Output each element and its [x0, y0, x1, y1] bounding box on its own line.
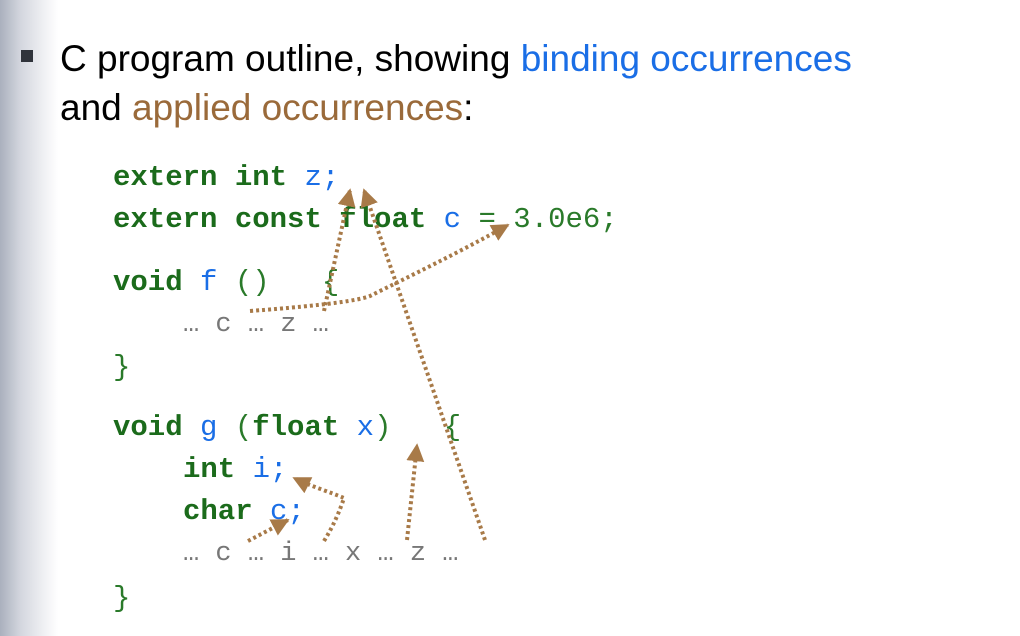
keyword: float	[252, 411, 340, 444]
binding-z: z	[304, 161, 322, 194]
slide-edge-shade	[0, 0, 58, 636]
code-close-brace: }	[113, 353, 130, 382]
ellipsis: …	[183, 539, 200, 569]
binding-c-local: c	[270, 495, 288, 528]
arrow-g-z-to-global-z	[360, 188, 487, 541]
keyword: int	[183, 453, 236, 486]
arrow-f-z-to-global-z	[322, 188, 356, 312]
close-brace: }	[113, 351, 131, 384]
keyword: float	[339, 203, 427, 236]
ellipsis: …	[247, 539, 265, 569]
code-line-int-i: int i;	[183, 455, 287, 484]
bullet-icon	[21, 50, 33, 62]
code-line-void-g: void g (float x) {	[113, 413, 461, 442]
applied-z: z	[409, 539, 427, 569]
binding-occurrences-label: binding occurrences	[520, 38, 852, 79]
arrow-g-c-to-local-c	[247, 518, 290, 543]
applied-c: c	[215, 310, 232, 340]
binding-c-global: c	[443, 203, 462, 236]
keyword: void	[113, 266, 183, 299]
ellipsis: …	[312, 310, 329, 340]
binding-g: g	[200, 411, 218, 444]
code-close-brace: }	[113, 584, 130, 613]
heading-text: and	[60, 87, 133, 128]
semicolon: ;	[287, 495, 305, 528]
arrow-g-i-to-local-i	[292, 476, 347, 543]
applied-occurrences-label: applied occurrences	[132, 87, 464, 128]
code-line-g-body: … c … i … x … z …	[183, 541, 458, 568]
open-paren: (	[234, 411, 253, 444]
heading-colon: :	[463, 87, 474, 128]
binding-f: f	[200, 266, 218, 299]
initializer: = 3.0e6;	[478, 203, 618, 236]
ellipsis: …	[442, 539, 459, 569]
ellipsis: …	[183, 310, 200, 340]
heading-line-1: C program outline, showing binding occur…	[60, 40, 852, 77]
binding-i: i	[252, 453, 271, 486]
arrow-f-c-to-global-c	[249, 223, 510, 313]
code-line-extern-int-z: extern int z;	[113, 163, 339, 192]
close-paren-and-brace: ) {	[374, 411, 462, 444]
params-and-brace: () {	[234, 266, 340, 299]
applied-z: z	[280, 310, 297, 340]
code-line-extern-const-float-c: extern const float c = 3.0e6;	[113, 205, 618, 234]
close-brace: }	[113, 582, 131, 615]
code-line-char-c: char c;	[183, 497, 305, 526]
keyword: const	[234, 203, 322, 236]
keyword: char	[183, 495, 253, 528]
keyword: void	[113, 411, 183, 444]
code-line-void-f: void f () {	[113, 268, 339, 297]
binding-x: x	[356, 411, 375, 444]
heading-line-2: and applied occurrences:	[60, 89, 473, 126]
ellipsis: …	[312, 539, 329, 569]
arrow-g-x-to-param-x	[405, 443, 425, 541]
heading-text: C program outline, showing	[60, 38, 521, 79]
applied-c: c	[215, 539, 232, 569]
semicolon: ;	[321, 161, 340, 194]
ellipsis: …	[247, 310, 265, 340]
keyword: extern int	[113, 161, 288, 194]
ellipsis: …	[377, 539, 394, 569]
semicolon: ;	[270, 453, 288, 486]
code-line-f-body: … c … z …	[183, 312, 329, 339]
keyword: extern	[113, 203, 218, 236]
applied-x: x	[345, 539, 362, 569]
applied-i: i	[280, 539, 297, 569]
